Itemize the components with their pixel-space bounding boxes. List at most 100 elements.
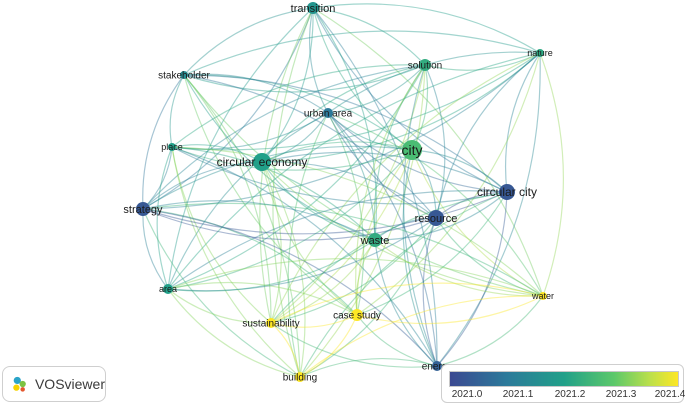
node-label[interactable]: city [402,142,423,158]
node-label[interactable]: building [283,373,317,384]
edge-link [270,282,544,324]
node-circle[interactable] [253,153,271,171]
edge-link [261,161,376,241]
node-circle[interactable] [402,140,422,160]
node-label[interactable]: water [531,291,554,301]
node-water[interactable]: water [531,291,554,301]
node-label[interactable]: transition [291,3,336,15]
edge-link [183,74,544,297]
node-label[interactable]: energy [422,362,453,373]
edge-link [312,3,541,54]
edge-link [436,295,544,367]
node-circular-city[interactable]: circular city [477,184,537,200]
edge-link [167,64,426,290]
edge-link [261,161,358,316]
node-circle[interactable] [419,59,431,71]
node-case-study[interactable]: case study [333,309,381,322]
node-label[interactable]: circular economy [217,155,308,169]
edge-link [171,146,413,171]
edge-link [183,30,541,76]
edge-link [167,239,376,292]
node-circle[interactable] [351,309,363,321]
node-circle[interactable] [180,71,188,79]
node-sustainability[interactable]: sustainability [242,318,300,330]
edge-link [171,146,301,378]
edge-link [261,7,314,163]
node-label[interactable]: area [159,284,177,294]
edge-link [261,64,426,163]
node-place[interactable]: place [161,142,183,152]
node-label[interactable]: resource [415,213,458,225]
node-circle[interactable] [368,233,382,247]
node-circle[interactable] [136,202,150,216]
node-area[interactable]: area [159,284,177,294]
node-transition[interactable]: transition [291,2,336,15]
edge-link [402,149,438,367]
node-label[interactable]: case study [333,311,381,322]
edge-link [312,7,413,151]
node-label[interactable]: circular city [477,185,537,199]
node-circle[interactable] [266,318,276,328]
edge-link [142,200,376,241]
node-label[interactable]: strategy [123,204,163,216]
edge-link [270,322,301,378]
edge-link [299,295,544,378]
edge-link [373,64,426,241]
node-energy[interactable]: energy [422,361,453,373]
node-strategy[interactable]: strategy [123,202,163,216]
edge-link [183,73,329,114]
node-waste[interactable]: waste [360,233,390,247]
node-label[interactable]: place [161,142,183,152]
edge-link [142,161,263,210]
node-circle[interactable] [499,184,515,200]
node-label[interactable]: waste [360,235,390,247]
node-circle[interactable] [432,361,442,371]
edge-link [374,239,438,367]
node-city[interactable]: city [402,140,423,160]
node-circle[interactable] [323,108,333,118]
node-circle[interactable] [295,372,305,382]
node-layer: transition nature stakeholder solution urban… [123,2,554,384]
edge-link [436,191,508,367]
node-urban-area[interactable]: urban area [304,108,353,120]
edge-link [171,146,376,241]
node-label[interactable]: stakeholder [158,71,210,82]
edge-link [183,74,272,324]
node-label[interactable]: solution [408,61,442,72]
logo-text: VOSviewer [34,376,105,392]
legend-tick: 2021.4 [654,389,685,400]
legend-tick: 2021.2 [554,389,586,400]
edge-link [171,146,544,297]
node-circle[interactable] [539,292,547,300]
node-nature[interactable]: nature [527,48,553,58]
node-label[interactable]: nature [527,48,553,58]
edge-link [167,112,329,290]
edge-layer [142,3,564,378]
node-label[interactable]: sustainability [242,319,299,330]
node-building[interactable]: building [283,372,317,384]
node-circle[interactable] [168,143,176,151]
edge-link [327,112,438,367]
node-solution[interactable]: solution [408,59,442,72]
edge-link [424,64,446,219]
node-label[interactable]: urban area [304,109,353,120]
edge-link [424,52,541,71]
edge-link [142,208,169,290]
node-circle[interactable] [307,2,319,14]
node-circle[interactable] [163,284,173,294]
node-circle[interactable] [536,49,544,57]
node-circular-economy[interactable]: circular economy [217,153,308,171]
edge-link [261,141,413,163]
edge-link [312,7,544,297]
edge-link [142,64,426,210]
node-stakeholder[interactable]: stakeholder [158,71,210,82]
edge-link [411,149,544,297]
node-circle[interactable] [428,210,444,226]
edge-link [167,288,301,378]
edge-link [355,64,426,316]
edge-link [356,52,541,316]
edge-link [183,74,413,151]
node-resource[interactable]: resource [415,210,458,226]
color-legend: 2021.0 2021.1 2021.2 2021.3 2021.4 [441,364,685,403]
edge-link [156,146,173,290]
